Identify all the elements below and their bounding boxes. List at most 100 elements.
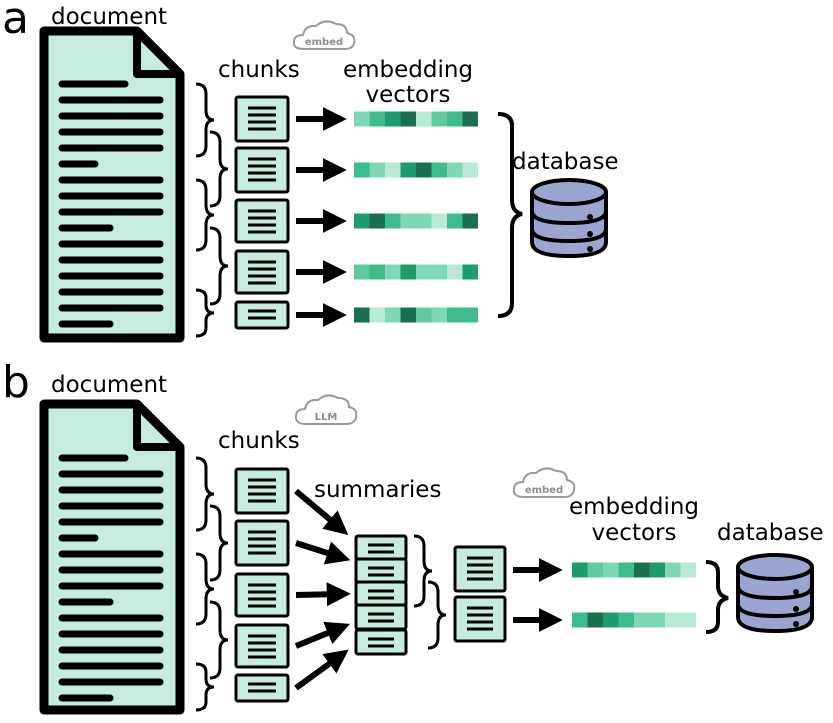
- vector-cell: [400, 111, 416, 127]
- chunk-icon: [234, 467, 290, 515]
- panel-a-chunk-braces: [195, 82, 229, 338]
- vector-cell: [385, 213, 401, 229]
- vector-cell: [369, 213, 385, 229]
- vector-cell: [618, 612, 634, 628]
- panel-b-grouped-chunks: [453, 545, 507, 643]
- summary-icon: [354, 534, 408, 562]
- embedding-vector: [354, 264, 478, 280]
- chunk-icon: [234, 519, 290, 567]
- panel-b-summaries-label: summaries: [314, 477, 441, 503]
- summary-icon: [354, 628, 408, 656]
- chunk-icon: [234, 198, 290, 244]
- arrow-icon: [294, 488, 349, 535]
- vector-cell: [431, 307, 447, 323]
- vector-cell: [354, 307, 370, 323]
- vector-cell: [354, 264, 370, 280]
- panel-a-database-icon: [530, 178, 608, 259]
- vector-cell: [400, 307, 416, 323]
- arrow-icon: [294, 649, 349, 691]
- vector-cell: [400, 264, 416, 280]
- vector-cell: [416, 213, 432, 229]
- vector-cell: [462, 307, 478, 323]
- vector-cell: [416, 111, 432, 127]
- panel-a-letter: a: [2, 0, 29, 44]
- vector-cell: [603, 562, 619, 578]
- panel-a-vectors-label-2: vectors: [366, 82, 451, 108]
- vector-cell: [416, 307, 432, 323]
- vector-cell: [416, 264, 432, 280]
- summary-icon: [354, 580, 408, 608]
- embedding-vector: [354, 162, 478, 178]
- vector-cell: [369, 307, 385, 323]
- vector-cell: [462, 264, 478, 280]
- panel-b-document-label: document: [51, 372, 167, 398]
- embedding-vector: [572, 612, 696, 628]
- panel-b-summaries: [354, 534, 408, 656]
- arrow-icon: [295, 540, 351, 565]
- vector-cell: [447, 162, 463, 178]
- vector-cell: [603, 612, 619, 628]
- panel-a-database-brace: [497, 112, 523, 318]
- summary-icon: [354, 603, 408, 631]
- vector-cell: [649, 612, 665, 628]
- panel-a-chunks: [234, 95, 290, 330]
- panel-a-document-label: document: [51, 4, 167, 30]
- panel-a-database-label: database: [512, 149, 619, 175]
- vector-cell: [369, 111, 385, 127]
- vector-cell: [385, 162, 401, 178]
- vector-cell: [634, 612, 650, 628]
- vector-cell: [431, 111, 447, 127]
- embedding-vector: [354, 213, 478, 229]
- vector-cell: [431, 213, 447, 229]
- panel-b-vectors-label-2: vectors: [592, 520, 677, 546]
- vector-cell: [587, 612, 603, 628]
- panel-b-letter: b: [2, 357, 30, 408]
- chunk-icon: [234, 95, 290, 143]
- panel-b-chunk-braces: [195, 456, 229, 712]
- panel-b-document-icon: [39, 399, 185, 715]
- chunk-icon: [234, 249, 290, 295]
- vector-cell: [447, 307, 463, 323]
- arrow-icon: [294, 621, 350, 649]
- vector-cell: [354, 111, 370, 127]
- panel-a-embed-cloud-icon: embed: [292, 20, 356, 50]
- panel-a-arrows: [296, 107, 347, 327]
- vector-cell: [634, 562, 650, 578]
- vector-cell: [447, 111, 463, 127]
- chunk-icon: [234, 572, 290, 618]
- vector-cell: [385, 307, 401, 323]
- vector-cell: [385, 264, 401, 280]
- chunk-icon: [234, 300, 290, 330]
- panel-b-cloud-label: LLM: [315, 412, 338, 423]
- vector-cell: [369, 264, 385, 280]
- panel-a-vectors-label-1: embedding: [343, 57, 473, 83]
- vector-cell: [447, 213, 463, 229]
- panel-b-chunks-label: chunks: [218, 428, 300, 454]
- embedding-vector: [354, 307, 478, 323]
- vector-cell: [618, 562, 634, 578]
- vector-cell: [400, 162, 416, 178]
- panel-a-chunks-label: chunks: [218, 57, 300, 83]
- panel-b-chunks: [234, 467, 290, 703]
- panel-b-database-brace: [705, 560, 729, 634]
- panel-a-cloud-label: embed: [305, 37, 343, 48]
- vector-cell: [400, 213, 416, 229]
- panel-b-embedding-vectors: [572, 562, 696, 628]
- vector-cell: [369, 162, 385, 178]
- summary-icon: [354, 557, 408, 585]
- panel-b-database-label: database: [717, 520, 824, 546]
- panel-a-document-icon: [39, 26, 185, 343]
- vector-cell: [462, 162, 478, 178]
- vector-cell: [572, 612, 588, 628]
- chunk-icon: [234, 146, 290, 194]
- vector-cell: [431, 264, 447, 280]
- vector-cell: [680, 612, 696, 628]
- chunk-icon: [234, 673, 290, 703]
- panel-a-embedding-vectors: [354, 111, 478, 323]
- vector-cell: [587, 562, 603, 578]
- embedding-vector: [354, 111, 478, 127]
- vector-cell: [680, 562, 696, 578]
- chunk-icon: [234, 623, 290, 669]
- vector-cell: [665, 612, 681, 628]
